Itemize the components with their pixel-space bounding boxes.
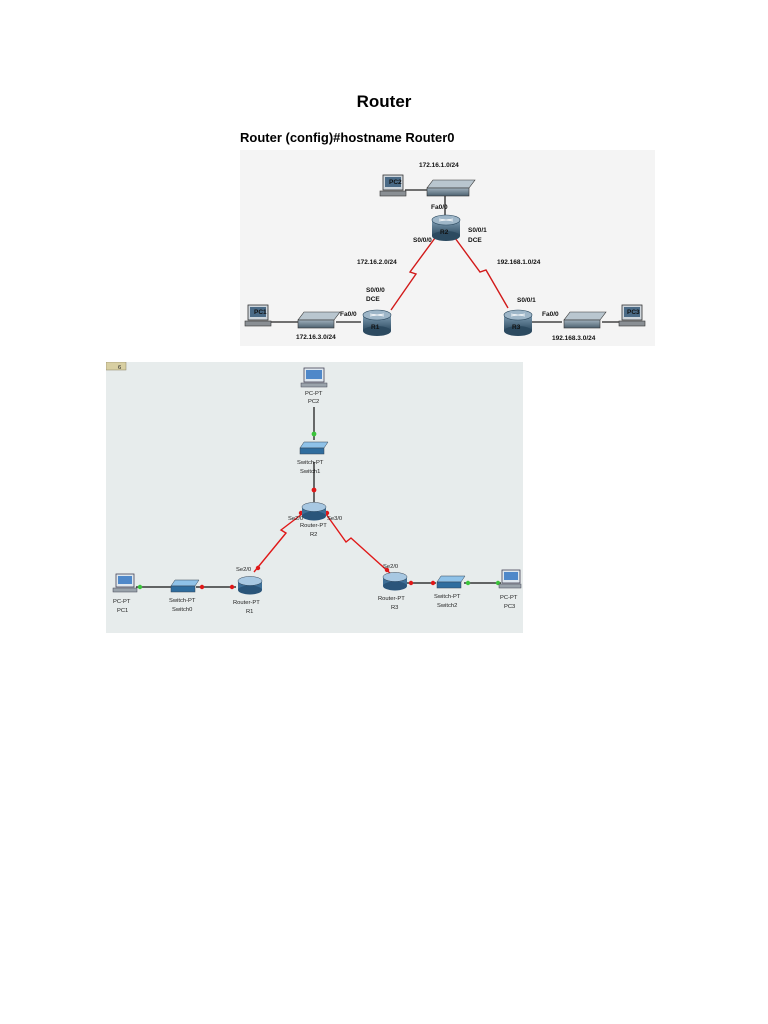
pt-switch2-type: Switch-PT [434, 594, 461, 600]
pt-ethernet-links [136, 407, 501, 588]
switch-r1-lan-icon [297, 311, 341, 329]
router-r1-icon [362, 309, 392, 336]
pt-switch2-name: Switch2 [437, 603, 457, 609]
pt-switch2-icon [436, 575, 466, 589]
serial-links [390, 237, 509, 311]
network-topology-diagram: PC2 172.16.1.0/24 R2 Fa0/0 S0/0/0 S0/0/1… [240, 150, 655, 346]
pt-r1-type: Router-PT [233, 600, 260, 606]
network-r1-lan: 172.16.3.0/24 [296, 334, 336, 341]
router-r1-label: R1 [371, 324, 380, 331]
corner-badge-label: 6 [118, 365, 121, 371]
pt-pc2-icon [300, 367, 328, 388]
router-r3-icon [503, 309, 533, 336]
pc1-icon [244, 304, 272, 327]
pt-pc1-name: PC1 [117, 608, 128, 614]
r1-fa-interface: Fa0/0 [340, 311, 357, 318]
hostname-command: Router (config)#hostname Router0 [240, 130, 455, 145]
pt-pc1-icon [112, 573, 138, 593]
pc1-label: PC1 [254, 309, 267, 316]
pt-serial-links [253, 513, 392, 575]
pt-r3-type: Router-PT [378, 596, 405, 602]
pt-router-r2-icon [301, 502, 327, 521]
pt-pc1-type: PC-PT [113, 599, 131, 605]
r2-dce-label: DCE [468, 237, 482, 244]
pt-r1-serial-port: Se2/0 [236, 567, 251, 573]
pc3-icon [618, 304, 646, 327]
pt-switch1-icon [299, 441, 329, 455]
r2-fa-interface: Fa0/0 [431, 204, 448, 211]
pt-pc3-icon [498, 569, 522, 589]
pc2-label: PC2 [389, 179, 402, 186]
packet-tracer-topology: 6 PC-PT PC2 Switch-PT [106, 362, 523, 633]
pt-link-status-dots [137, 431, 501, 590]
pt-r3-serial-port: Se2/0 [383, 564, 398, 570]
page-title: Router [356, 92, 412, 111]
pt-pc2-type: PC-PT [305, 391, 323, 397]
router-r3-label: R3 [512, 324, 521, 331]
router-r2-label: R2 [440, 229, 449, 236]
switch-r2-lan-icon [426, 179, 476, 197]
pc2-icon [379, 174, 407, 197]
network-r2-lan: 172.16.1.0/24 [419, 162, 459, 169]
pt-pc3-name: PC3 [504, 604, 515, 610]
network-r3-lan: 192.168.3.0/24 [552, 335, 596, 342]
r2-s001-interface: S0/0/1 [468, 227, 487, 234]
pt-switch1-type: Switch-PT [297, 460, 324, 466]
pt-r2-left-port: Se2/0 [288, 516, 303, 522]
switch-r3-lan-icon [563, 311, 607, 329]
r1-s000-interface: S0/0/0 [366, 287, 385, 294]
pt-router-r1-icon [237, 576, 263, 595]
network-r1-r2-link: 172.16.2.0/24 [357, 259, 397, 266]
router-r2-icon [431, 214, 461, 241]
pt-r2-right-port: Se3/0 [327, 516, 342, 522]
r2-s000-interface: S0/0/0 [413, 237, 432, 244]
pt-r2-name: R2 [310, 532, 317, 538]
r3-fa-interface: Fa0/0 [542, 311, 559, 318]
r1-dce-label: DCE [366, 296, 380, 303]
pt-router-r3-icon [382, 572, 408, 591]
pc3-label: PC3 [627, 309, 640, 316]
pt-r2-type: Router-PT [300, 523, 327, 529]
pt-switch1-name: Switch1 [300, 469, 320, 475]
pt-r3-name: R3 [391, 605, 398, 611]
pt-r1-name: R1 [246, 609, 253, 615]
network-r2-r3-link: 192.168.1.0/24 [497, 259, 541, 266]
pt-switch0-name: Switch0 [172, 607, 192, 613]
pt-switch0-type: Switch-PT [169, 598, 196, 604]
pt-switch0-icon [170, 579, 200, 593]
pt-pc2-name: PC2 [308, 399, 319, 405]
corner-badge [106, 362, 127, 371]
pt-pc3-type: PC-PT [500, 595, 518, 601]
r3-s001-interface: S0/0/1 [517, 297, 536, 304]
